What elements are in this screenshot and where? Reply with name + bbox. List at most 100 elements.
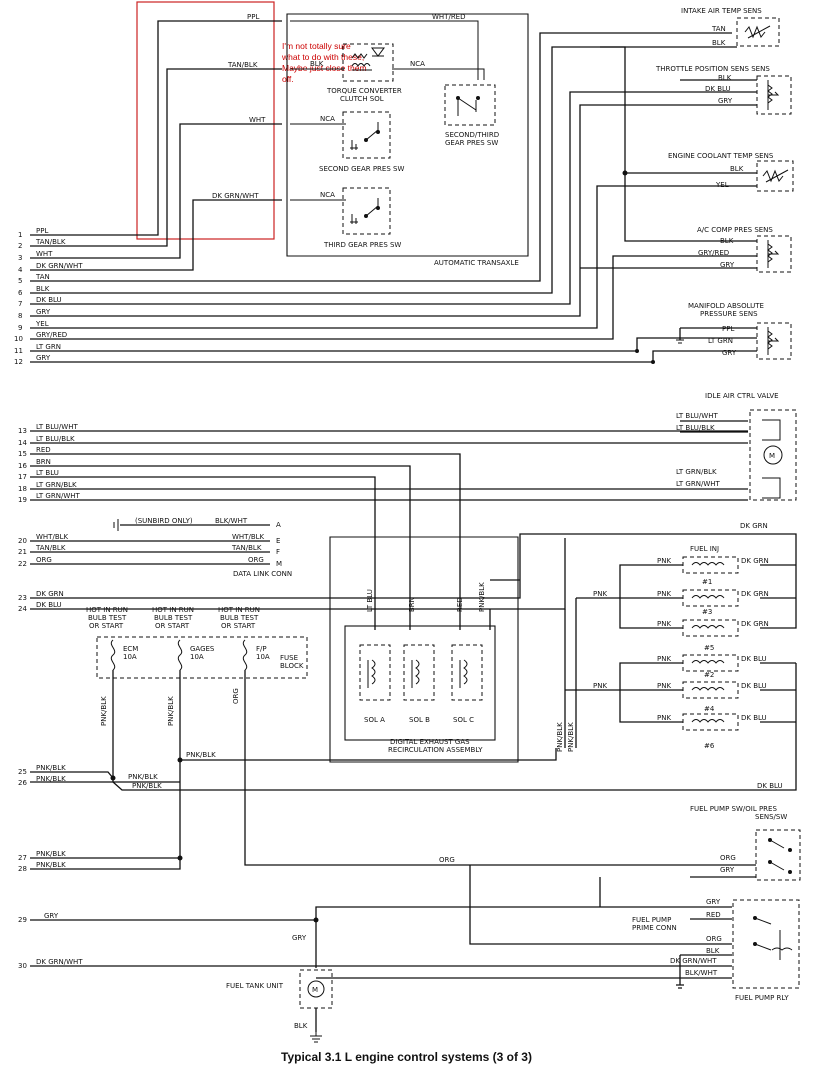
fuse-gages-rating: 10A (190, 653, 204, 661)
wire-num: 16 (18, 462, 27, 470)
tank-title: FUEL TANK UNIT (226, 982, 284, 990)
wire-label-nca: NCA (410, 60, 425, 68)
inj-pnk: PNK (657, 714, 671, 722)
wire-num: 25 (18, 768, 27, 776)
gear2-label: SECOND GEAR PRES SW (319, 165, 404, 173)
egr-assembly: LT BLU BRN RED PNK/BLK SOL A SOL B SOL C… (329, 536, 520, 763)
inj-title: FUEL INJ (690, 545, 719, 553)
inj-label: #4 (704, 705, 715, 713)
wire-color: LT BLU/BLK (36, 435, 75, 443)
wire-num: 2 (18, 242, 22, 250)
sensor-tps: THROTTLE POSITION SENS SENS BLK DK BLU G… (655, 65, 792, 115)
wire-pnk-blk: PNK/BLK (567, 722, 575, 752)
wire-label-wht-red: WHT/RED (432, 13, 466, 21)
wire-color: WHT (36, 250, 53, 258)
inj-pnk: PNK (593, 682, 607, 690)
iac-w1: LT BLU/WHT (676, 412, 718, 420)
map-title: PRESSURE SENS (700, 310, 758, 318)
wire-color: BLK (36, 285, 50, 293)
wire-num: 5 (18, 277, 22, 285)
wire-pnk-blk: PNK/BLK (186, 751, 216, 759)
dlc-pin: M (276, 560, 282, 568)
wire-label-nca: NCA (320, 191, 335, 199)
egr-wire: LT BLU (366, 589, 374, 612)
ac-title: A/C COMP PRES SENS (697, 226, 773, 234)
data-link-connector: (SUNBIRD ONLY) BLK/WHT A WHT/BLK E TAN/B… (18, 517, 797, 613)
tank-ground: BLK (294, 1022, 308, 1030)
iac-w4: LT GRN/WHT (676, 480, 721, 488)
fuse-header: HOT IN RUN (218, 606, 260, 614)
map-w1: PPL (722, 325, 734, 333)
inj-pnk: PNK (657, 590, 671, 598)
fp-sw-title: SENS/SW (755, 813, 787, 821)
wire-color: PNK/BLK (36, 775, 66, 783)
wire-org: ORG (439, 856, 455, 864)
automatic-transaxle: PPL TAN/BLK WHT DK GRN/WHT WHT/RED BLK N… (212, 13, 529, 267)
iat-w2: BLK (712, 39, 726, 47)
fuse-ecm: ECM (123, 645, 138, 653)
wire-label-nca: NCA (320, 115, 335, 123)
egr-wire: BRN (408, 597, 416, 612)
wire-num: 23 (18, 594, 27, 602)
wire-num: 27 (18, 854, 27, 862)
wire-blk-wht: BLK/WHT (685, 969, 718, 977)
wire-num: 22 (18, 560, 27, 568)
injector-row-1 (682, 556, 739, 574)
wire-color: GRY (36, 354, 51, 362)
wire-num: 28 (18, 865, 27, 873)
tcc-solenoid (342, 43, 394, 82)
egr-wire: RED (456, 597, 464, 612)
gear3-label: THIRD GEAR PRES SW (323, 241, 401, 249)
wire-num: 19 (18, 496, 27, 504)
fuse-header: OR START (155, 622, 190, 630)
note-line-1: I'm not totally sure (282, 41, 351, 51)
dlc-pin-color: ORG (248, 556, 264, 564)
second-gear-switch (342, 111, 391, 159)
dlc-sunbird: (SUNBIRD ONLY) (135, 517, 193, 525)
iat-title: INTAKE AIR TEMP SENS (681, 7, 762, 15)
egr-sol: SOL B (409, 716, 430, 724)
map-title: MANIFOLD ABSOLUTE (688, 302, 764, 310)
tcc-label: CLUTCH SOL (340, 95, 384, 103)
fuel-tank-unit: M FUEL TANK UNIT BLK (226, 969, 333, 1043)
wire-org: ORG (720, 854, 736, 862)
map-w2: LT GRN (708, 337, 733, 345)
wire-num: 10 (14, 335, 23, 343)
dlc-pin: A (276, 521, 281, 529)
wire-gry: GRY (706, 898, 721, 906)
wire-num: 11 (14, 347, 23, 355)
egr-sol: SOL C (453, 716, 474, 724)
inj-label: #5 (704, 644, 714, 652)
wire-num: 14 (18, 439, 27, 447)
injector-row-6 (682, 713, 739, 731)
dlc-pin-color: WHT/BLK (232, 533, 265, 541)
fuse-header: HOT IN RUN (152, 606, 194, 614)
inj-dk-grn: DK GRN (741, 620, 769, 628)
wire-label-ppl: PPL (247, 13, 259, 21)
transaxle-title: AUTOMATIC TRANSAXLE (434, 259, 519, 267)
wire-color: TAN (35, 273, 50, 281)
iac-w3: LT GRN/BLK (676, 468, 717, 476)
inj-dk-grn: DK GRN (741, 590, 769, 598)
relay-title: FUEL PUMP RLY (735, 994, 789, 1002)
iat-w1: TAN (711, 25, 726, 33)
wire-num: 21 (18, 548, 27, 556)
wire-gry: GRY (720, 866, 735, 874)
wire-color: DK GRN (36, 590, 64, 598)
wire-color: LT GRN/WHT (36, 492, 81, 500)
fuse-block: HOT IN RUN BULB TEST OR START HOT IN RUN… (86, 606, 690, 866)
note-highlight-box (136, 1, 275, 240)
fuse-header: HOT IN RUN (86, 606, 128, 614)
wire-num: 7 (18, 300, 22, 308)
tps-title: THROTTLE POSITION SENS SENS (655, 65, 770, 73)
wire-color: DK BLU (36, 601, 62, 609)
inj-dk-blu: DK BLU (741, 682, 767, 690)
wire-color: RED (36, 446, 51, 454)
wire-color: ORG (36, 556, 52, 564)
egr-sol: SOL A (364, 716, 385, 724)
inj-dk-blu: DK BLU (741, 714, 767, 722)
third-gear-switch (342, 187, 391, 235)
wire-num: 1 (18, 231, 22, 239)
wire-color: TAN/BLK (35, 238, 66, 246)
